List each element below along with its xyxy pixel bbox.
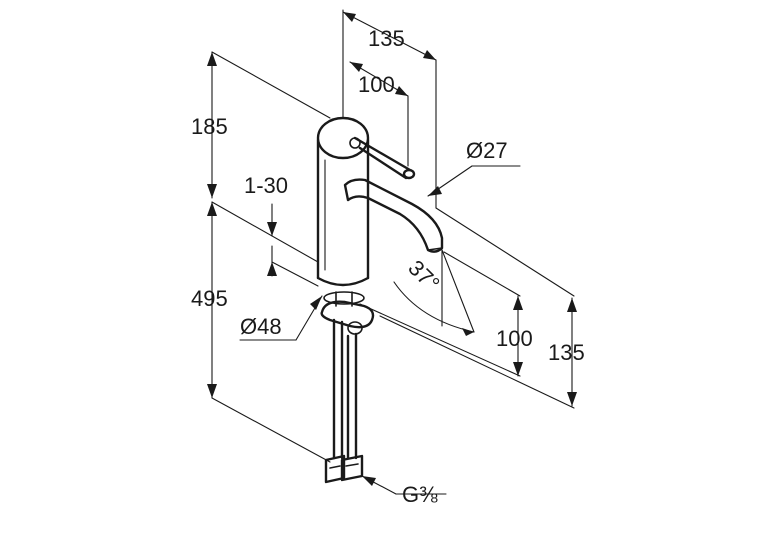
dimension-lines xyxy=(207,9,577,495)
dim-spout-angle: 37° xyxy=(403,255,444,296)
faucet-body xyxy=(316,116,444,287)
faucet-base xyxy=(320,291,375,484)
dim-adjust-range: 1-30 xyxy=(244,173,288,198)
dim-right-large: 135 xyxy=(548,340,585,365)
dim-upper-height: 185 xyxy=(191,114,228,139)
dim-top-width: 135 xyxy=(368,26,405,51)
dim-spout-diameter: Ø27 xyxy=(466,138,508,163)
dim-right-small: 100 xyxy=(496,326,533,351)
dim-base-height: 495 xyxy=(191,286,228,311)
dim-thread: G⅜ xyxy=(402,482,438,507)
dim-base-diameter: Ø48 xyxy=(240,314,282,339)
dim-lever-width: 100 xyxy=(358,72,395,97)
